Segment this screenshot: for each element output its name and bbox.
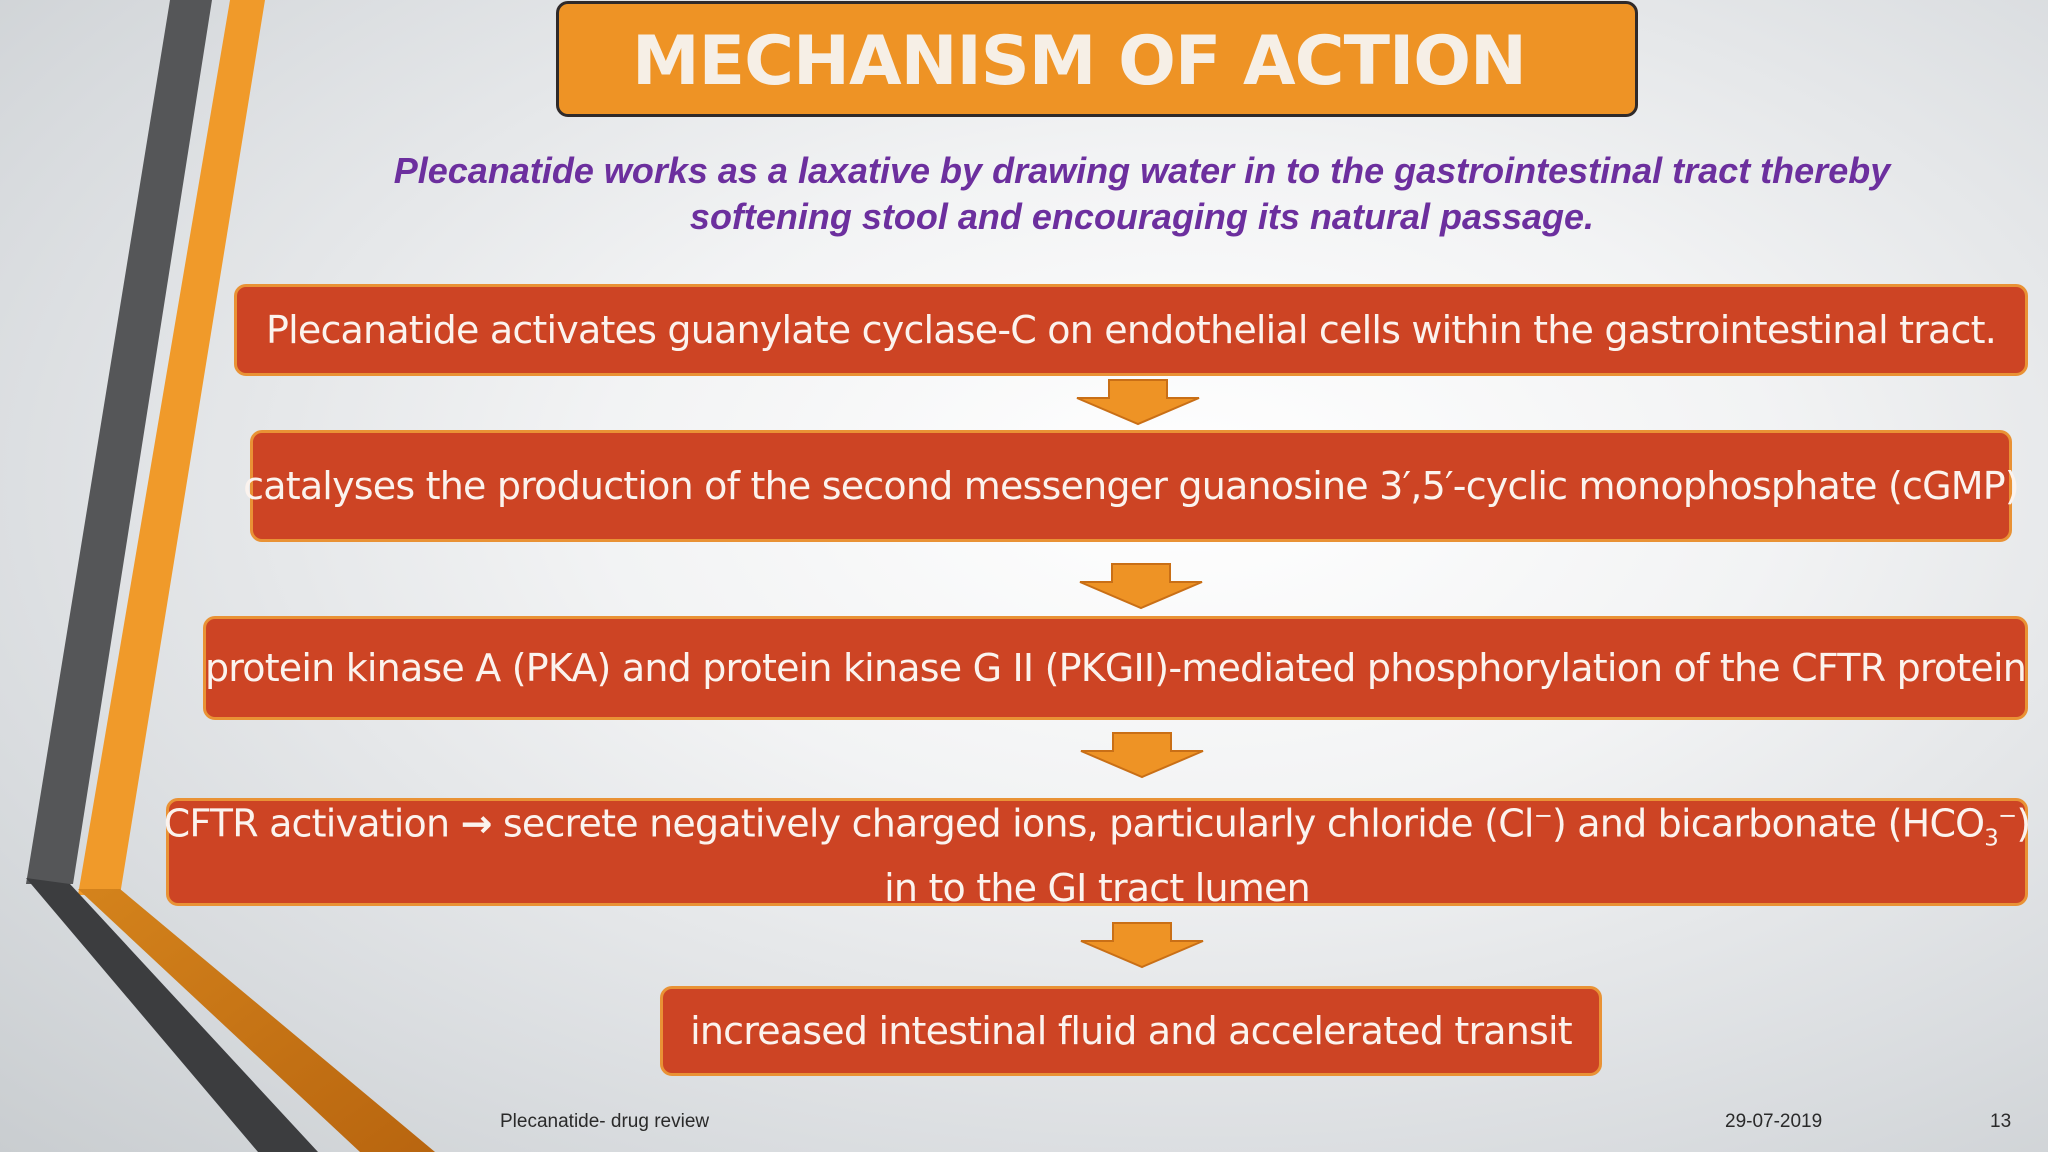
gray-stripe-lower (26, 878, 318, 1152)
step-4-line-1: CFTR activation → secrete negatively cha… (163, 791, 2032, 863)
bicarbonate-subscript: 3 (1984, 825, 1999, 852)
footer-date: 29-07-2019 (1725, 1111, 1823, 1132)
step-3-text: protein kinase A (PKA) and protein kinas… (204, 646, 2027, 690)
step-4-line-2: in to the GI tract lumen (884, 866, 1311, 911)
step-4-text: secrete negatively charged ions, particu… (502, 801, 1535, 846)
slide-subtitle: Plecanatide works as a laxative by drawi… (300, 148, 1984, 240)
down-arrow-icon-3 (1080, 732, 1204, 779)
orange-stripe-lower (78, 889, 435, 1152)
step-4-prefix: CFTR activation (163, 801, 450, 846)
step-5-box: increased intestinal fluid and accelerat… (660, 986, 1602, 1076)
gray-stripe-upper (26, 0, 212, 884)
chloride-charge: − (1533, 802, 1553, 829)
right-arrow-icon: → (460, 801, 493, 846)
subtitle-line-2: softening stool and encouraging its natu… (689, 196, 1595, 237)
down-arrow-icon-4 (1080, 922, 1204, 969)
step-1-box: Plecanatide activates guanylate cyclase-… (234, 284, 2028, 376)
subtitle-line-1: Plecanatide works as a laxative by drawi… (393, 150, 1891, 191)
down-arrow-icon-2 (1079, 563, 1203, 610)
step-2-text: catalyses the production of the second m… (243, 464, 2020, 508)
step-4-text-mid: ) and bicarbonate (HCO (1552, 801, 1985, 846)
slide-title: MECHANISM OF ACTION (632, 22, 1527, 101)
step-4-text-end: ) (2016, 801, 2031, 846)
slide-number: 13 (1990, 1111, 2012, 1132)
footer-title: Plecanatide- drug review (500, 1111, 710, 1132)
step-1-text: Plecanatide activates guanylate cyclase-… (266, 308, 1997, 352)
step-4-box: CFTR activation → secrete negatively cha… (164, 798, 2031, 910)
down-arrow-icon-1 (1076, 379, 1200, 426)
step-5-text: increased intestinal fluid and accelerat… (690, 1009, 1573, 1053)
step-3-box: protein kinase A (PKA) and protein kinas… (203, 616, 2028, 720)
bicarbonate-charge: − (1998, 802, 2017, 829)
orange-stripe-upper (78, 0, 265, 895)
title-banner: MECHANISM OF ACTION (556, 1, 1638, 117)
step-2-box: catalyses the production of the second m… (243, 430, 2020, 542)
